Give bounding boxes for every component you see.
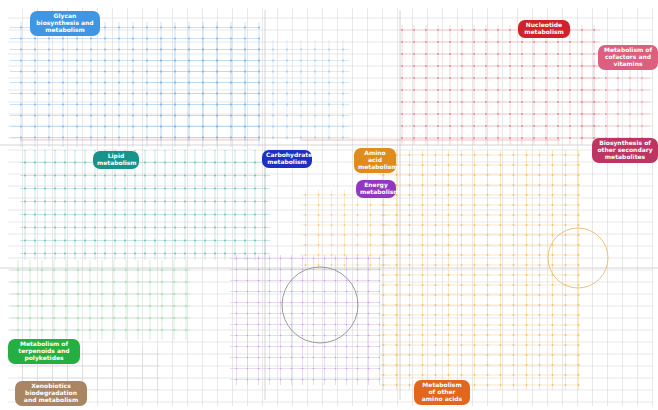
category-text: Carbohydrate metabolism <box>266 152 308 166</box>
category-label: Amino acid metabolism <box>354 148 396 173</box>
category-label: Metabolism of other amino acids <box>414 380 470 405</box>
category-label: Metabolism of terpenoids and polyketides <box>8 339 80 364</box>
category-label: Glycan biosynthesis and metabolism <box>30 11 100 36</box>
category-label: Biosynthesis of other secondary metaboli… <box>592 138 658 163</box>
category-label: Metabolism of cofactors and vitamins <box>598 45 658 70</box>
category-text: Amino acid metabolism <box>358 150 392 171</box>
category-text: Lipid metabolism <box>97 153 135 167</box>
category-text: Metabolism of other amino acids <box>418 382 466 403</box>
category-label: Nucleotide metabolism <box>518 20 570 38</box>
category-label: Lipid metabolism <box>93 151 139 169</box>
category-label: Energy metabolism <box>356 180 396 198</box>
category-text: Metabolism of cofactors and vitamins <box>602 47 654 68</box>
category-text: Biosynthesis of other secondary metaboli… <box>596 140 654 161</box>
category-text: Nucleotide metabolism <box>522 22 566 36</box>
category-text: Energy metabolism <box>360 182 392 196</box>
category-label: Xenobiotics biodegradation and metabolis… <box>15 381 87 406</box>
category-text: Glycan biosynthesis and metabolism <box>34 13 96 34</box>
category-text: Xenobiotics biodegradation and metabolis… <box>19 383 83 404</box>
category-label: Carbohydrate metabolism <box>262 150 312 168</box>
category-text: Metabolism of terpenoids and polyketides <box>12 341 76 362</box>
